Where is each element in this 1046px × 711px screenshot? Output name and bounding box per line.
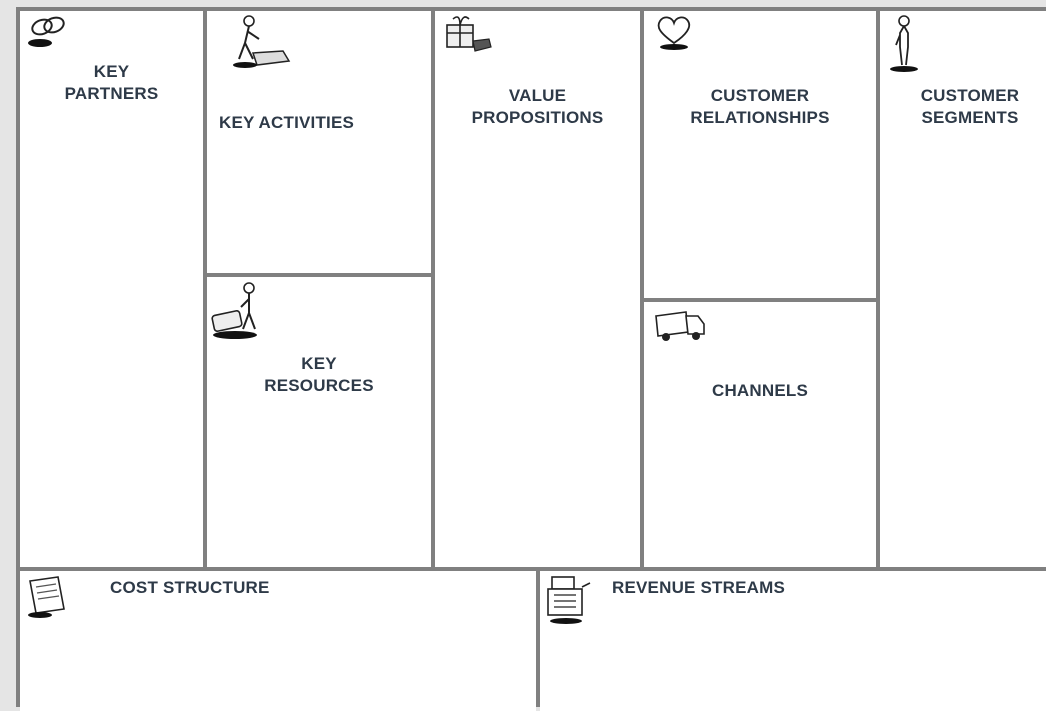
person-icon xyxy=(886,13,926,75)
key-resources-block[interactable]: KEY RESOURCES xyxy=(207,277,431,567)
customer-segments-block[interactable]: CUSTOMER SEGMENTS xyxy=(880,11,1046,567)
delivery-truck-icon xyxy=(652,306,710,346)
value-propositions-label: VALUE PROPOSITIONS xyxy=(471,86,604,127)
channels-label: CHANNELS xyxy=(711,381,809,400)
channels-block[interactable]: CHANNELS xyxy=(644,302,876,567)
key-partners-label: KEY PARTNERS xyxy=(64,62,159,103)
cost-structure-block[interactable]: COST STRUCTURE xyxy=(20,571,536,711)
key-activities-label: KEY ACTIVITIES xyxy=(219,113,355,132)
receipt-icon xyxy=(24,573,80,621)
customer-segments-label: CUSTOMER SEGMENTS xyxy=(920,86,1020,127)
customer-relationships-label: CUSTOMER RELATIONSHIPS xyxy=(690,86,830,127)
key-partners-block[interactable]: KEY PARTNERS xyxy=(20,11,203,567)
canvas-grid: KEY PARTNERS KEY ACTIVITIES xyxy=(16,7,1046,711)
heart-icon xyxy=(654,13,696,53)
worker-activity-icon xyxy=(223,13,293,69)
chain-links-icon xyxy=(26,13,72,53)
revenue-streams-block[interactable]: REVENUE STREAMS xyxy=(540,571,1046,711)
key-activities-block[interactable]: KEY ACTIVITIES xyxy=(207,11,431,273)
key-resources-label: KEY RESOURCES xyxy=(264,354,374,395)
value-propositions-block[interactable]: VALUE PROPOSITIONS xyxy=(435,11,640,567)
worker-resource-icon xyxy=(209,279,279,343)
cash-register-icon xyxy=(544,573,594,629)
cost-structure-label: COST STRUCTURE xyxy=(110,578,270,597)
revenue-streams-label: REVENUE STREAMS xyxy=(612,578,786,597)
gift-icon xyxy=(441,13,495,55)
customer-relationships-block[interactable]: CUSTOMER RELATIONSHIPS xyxy=(644,11,876,298)
